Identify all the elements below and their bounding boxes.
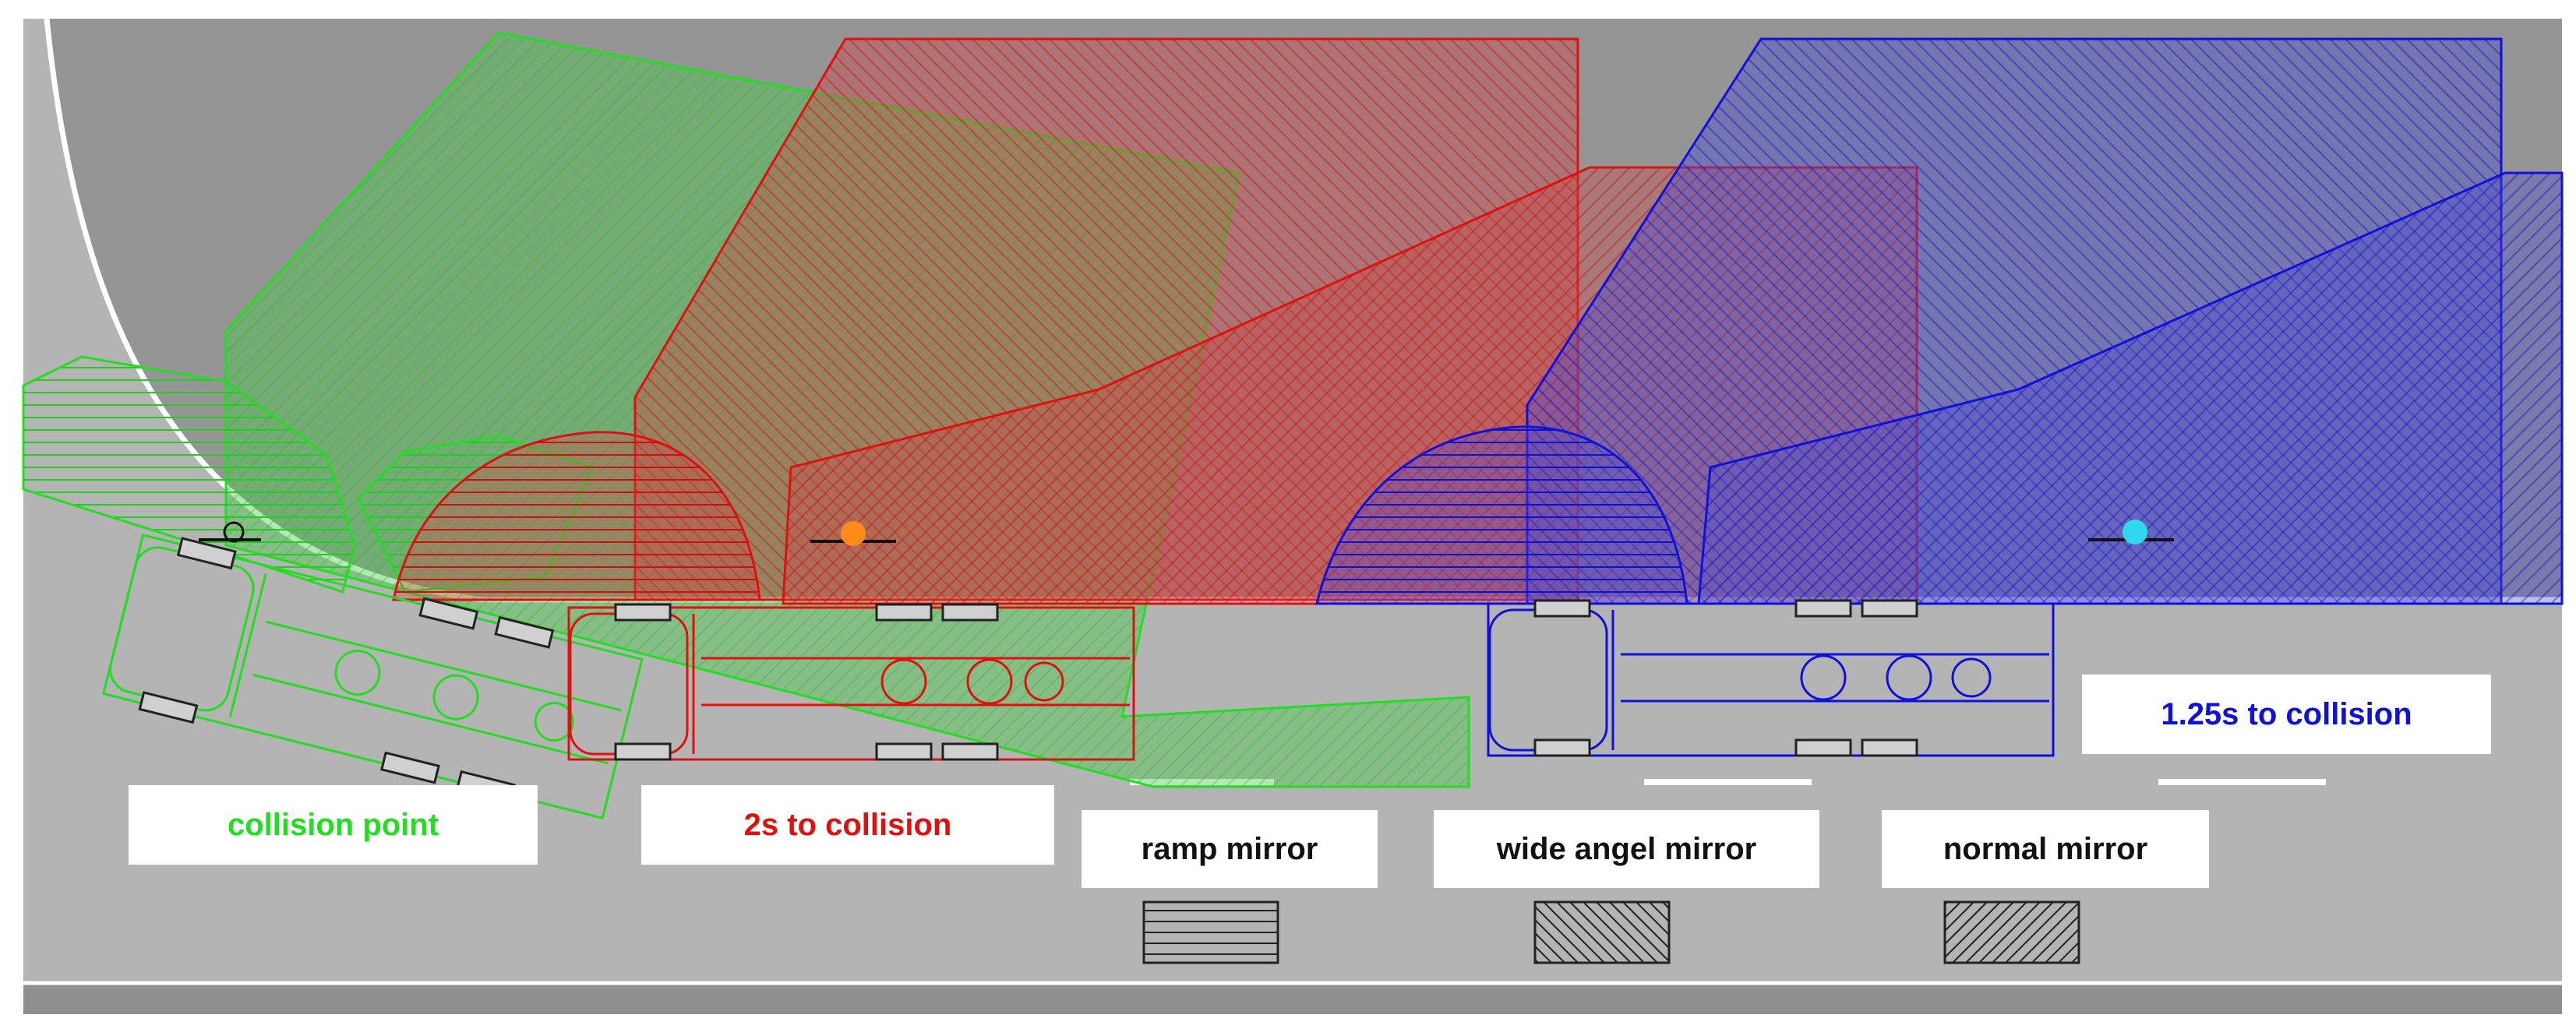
legend-label-wide-angle-mirror: wide angel mirror <box>1434 810 1819 888</box>
truck-blue <box>1487 599 2055 757</box>
label-1-25s-to-collision: 1.25s to collision <box>2082 675 2491 754</box>
bottom-edge-strip <box>23 983 2562 1014</box>
green-ramp-mirror-zone <box>22 355 356 594</box>
label-collision-point: collision point <box>129 785 538 865</box>
label-2s-to-collision: 2s to collision <box>641 785 1054 865</box>
cyclist-green <box>199 521 261 543</box>
cyclist-blue <box>2088 520 2174 544</box>
legend-swatch-normal-mirror <box>1943 900 2080 964</box>
legend-label-normal-mirror: normal mirror <box>1882 810 2209 888</box>
blue-ramp-mirror-zone-hatch <box>1317 426 1687 604</box>
cyclist-red <box>810 521 896 546</box>
legend-swatch-ramp-mirror <box>1142 900 1279 964</box>
legend-label-ramp-mirror: ramp mirror <box>1082 810 1378 888</box>
legend-swatch-wide-angle-mirror <box>1533 900 1671 964</box>
truck-green <box>101 533 644 820</box>
red-ramp-mirror-zone-hatch <box>393 432 760 600</box>
truck-red <box>567 603 1135 761</box>
blue-normal-mirror-zone-hatch <box>1697 171 2564 605</box>
